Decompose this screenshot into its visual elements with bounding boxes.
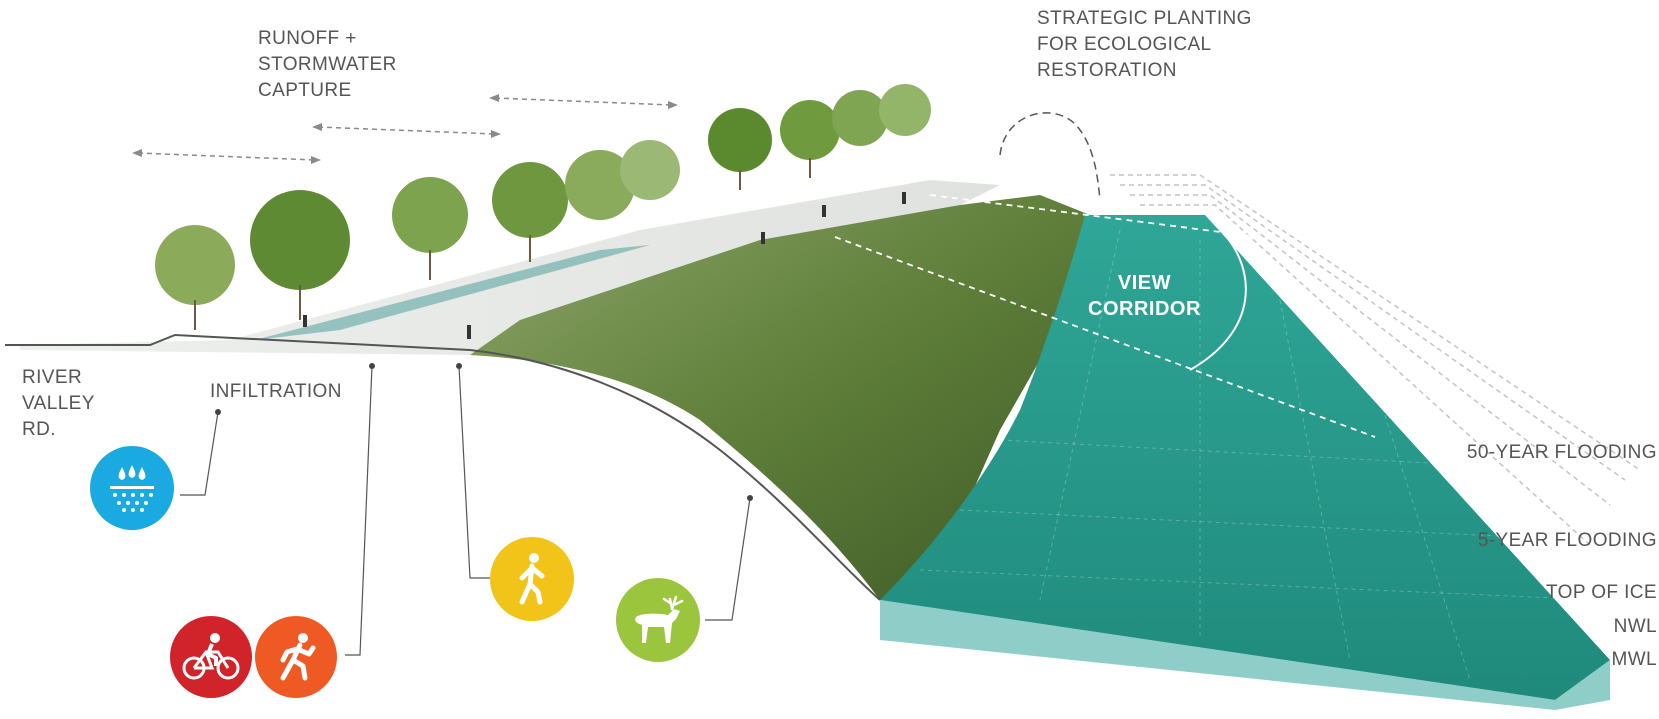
river-valley-line-1: RIVER [22,367,83,388]
infiltration-label: INFILTRATION [210,381,342,402]
river-valley-road-label: RIVER VALLEY RD. [22,365,95,443]
leader-dots [215,363,753,501]
flood-5-year-label: 5-YEAR FLOODING [1477,530,1657,551]
view-corridor-lines [834,194,1376,438]
view-corridor-line-2: CORRIDOR [1088,298,1201,320]
strategic-line-2: FOR ECOLOGICAL [1037,34,1212,55]
arrowheads [132,94,678,164]
runoff-line-2: STORMWATER [258,54,397,75]
top-of-ice-label: TOP OF ICE [1546,582,1657,603]
upper-walkway [20,180,1000,355]
flood-50-year-label: 50-YEAR FLOODING [1466,442,1657,463]
runner-icon [255,616,337,698]
strategic-planting-label: STRATEGIC PLANTING FOR ECOLOGICAL RESTOR… [1037,6,1252,84]
river-water [880,215,1610,700]
people-silhouettes [303,192,906,339]
water-infiltration-icon [90,446,174,530]
runoff-line-1: RUNOFF + [258,28,357,49]
pedestrian-icon [490,537,574,621]
mwl-label: MWL [1611,649,1657,670]
runoff-label: RUNOFF + STORMWATER CAPTURE [258,26,397,104]
cyclist-icon [170,616,252,698]
river-valley-line-2: VALLEY [22,393,95,414]
river-valley-line-3: RD. [22,419,56,440]
elk-wildlife-icon [616,578,700,662]
trees [155,84,931,330]
runoff-line-3: CAPTURE [258,80,352,101]
water-grid [919,229,1601,681]
view-corridor-label: VIEW CORRIDOR [1088,270,1201,322]
runoff-flow-arrows [137,97,673,161]
view-corridor-line-1: VIEW [1117,272,1171,294]
river-bottom-band [880,600,1610,710]
vegetated-slope [470,195,1090,600]
strategic-line-3: RESTORATION [1037,60,1177,81]
nwl-label: NWL [1613,616,1657,637]
ground-line [5,333,881,601]
strategic-planting-outline [999,112,1101,201]
view-corridor-arc [1189,234,1247,371]
flood-level-outlines [1110,174,1641,546]
leader-lines [180,365,751,656]
strategic-line-1: STRATEGIC PLANTING [1037,8,1252,29]
bioswale-channel [255,245,650,340]
